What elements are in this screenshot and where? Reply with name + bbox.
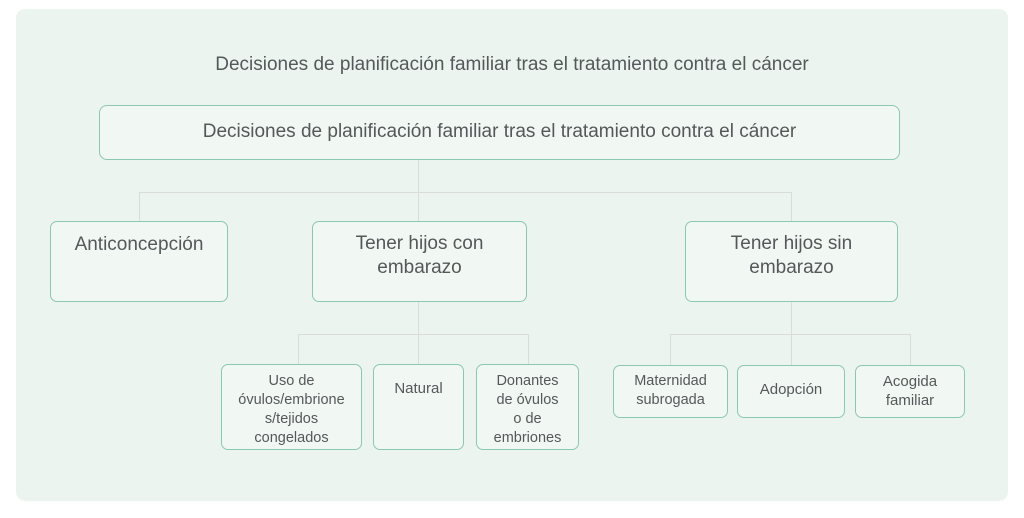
connector-level1-horizontal bbox=[139, 192, 792, 193]
node-anticoncepcion: Anticoncepción bbox=[50, 221, 228, 302]
connector-root-vertical bbox=[418, 160, 419, 222]
node-tener-hijos-sin-embarazo: Tener hijos sin embarazo bbox=[685, 221, 898, 302]
connector-sin-embarazo-vertical bbox=[791, 302, 792, 365]
diagram-title: Decisiones de planificación familiar tra… bbox=[215, 54, 809, 75]
node-tener-hijos-con-embarazo: Tener hijos con embarazo bbox=[312, 221, 527, 302]
node-donantes-ovulos-embriones: Donantes de óvulos o de embriones bbox=[476, 364, 579, 450]
connector-con-embarazo-vertical bbox=[418, 302, 419, 364]
node-natural: Natural bbox=[373, 364, 464, 450]
connector-stub-maternidad bbox=[670, 334, 671, 365]
connector-stub-sin-embarazo bbox=[791, 192, 792, 222]
node-uso-ovulos-embriones-tejidos-congelados: Uso de óvulos/embrione s/tejidos congela… bbox=[221, 364, 362, 450]
connector-stub-donantes bbox=[528, 334, 529, 365]
connector-right-group-horizontal bbox=[670, 334, 911, 335]
connector-stub-acogida bbox=[910, 334, 911, 365]
node-adopcion: Adopción bbox=[737, 365, 845, 418]
connector-stub-uso-ovulos bbox=[298, 334, 299, 364]
node-maternidad-subrogada: Maternidad subrogada bbox=[613, 365, 728, 418]
node-root-decisiones: Decisiones de planificación familiar tra… bbox=[99, 105, 900, 160]
connector-left-group-horizontal bbox=[298, 334, 529, 335]
node-acogida-familiar: Acogida familiar bbox=[855, 365, 965, 418]
connector-stub-anticoncepcion bbox=[139, 192, 140, 222]
